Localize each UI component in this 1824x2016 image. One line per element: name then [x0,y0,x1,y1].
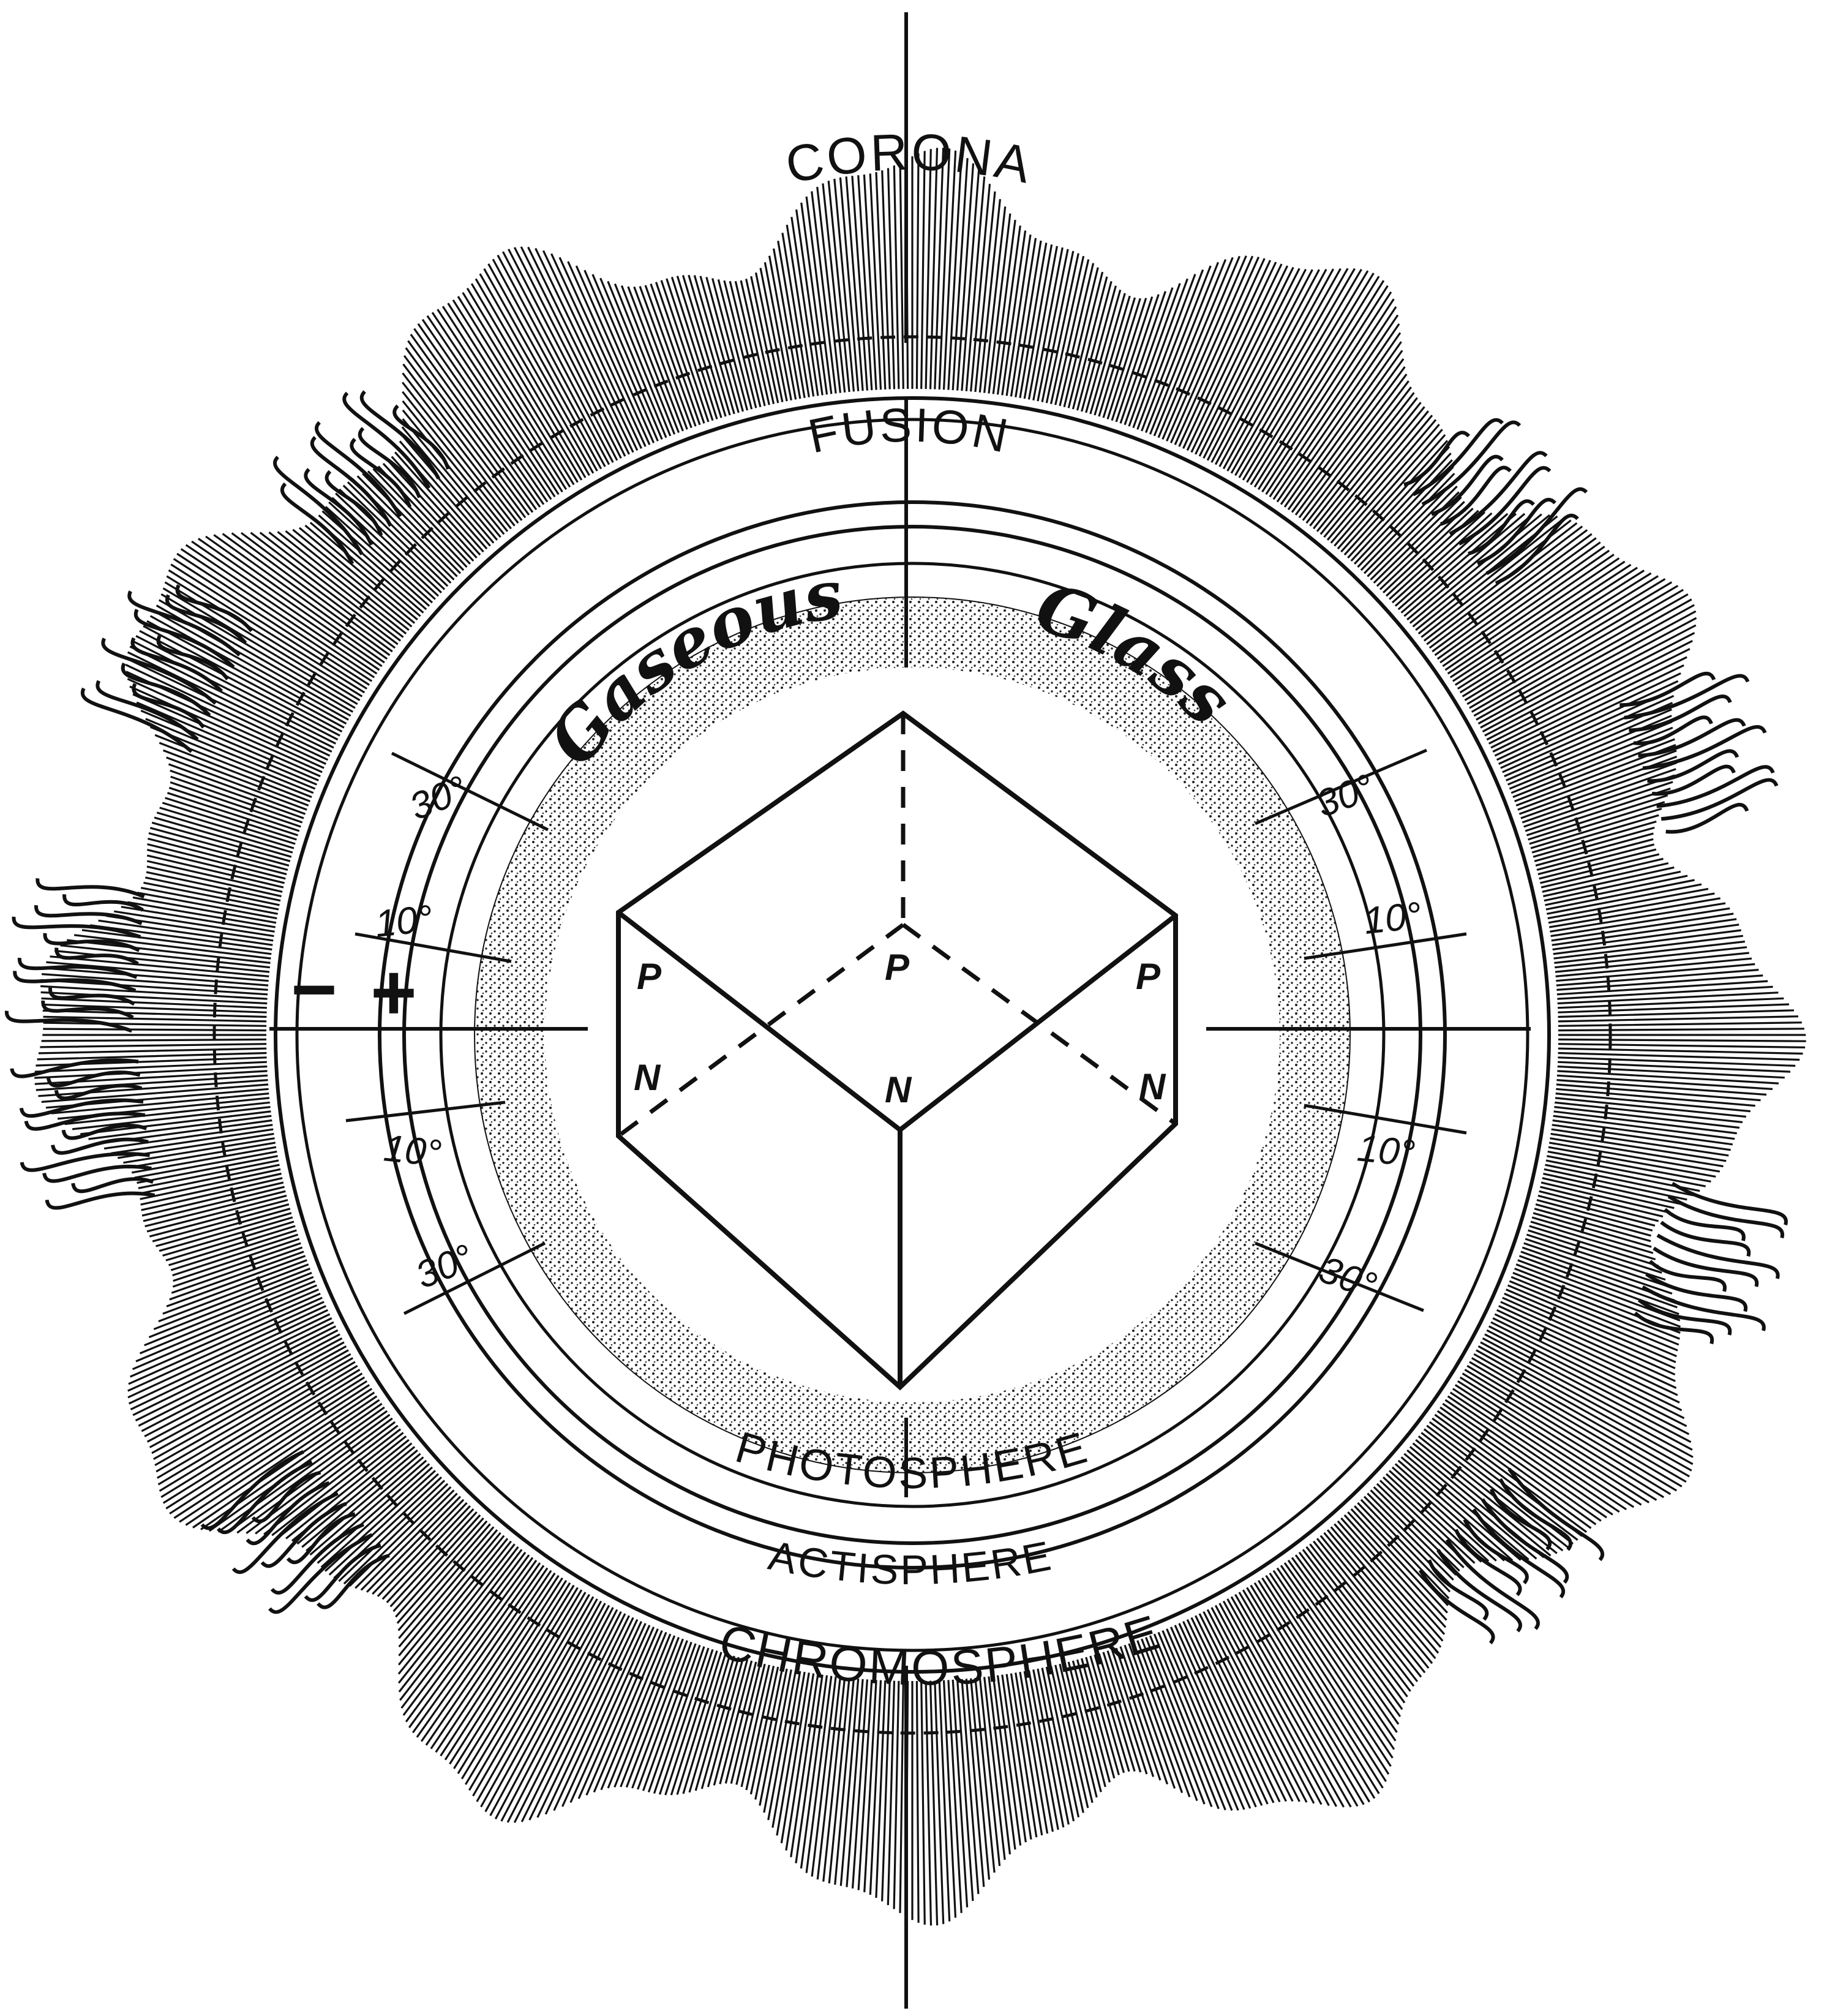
degree-label-lower-left-10: 10° [382,1127,443,1175]
plus-sign: + [370,947,417,1037]
cube-center-n: N [885,1069,912,1110]
degree-label-upper-right-10: 10° [1362,895,1423,942]
degree-label-lower-right-10: 10° [1356,1127,1417,1175]
cube-left-p: P [637,956,662,997]
prominence [83,585,252,752]
minus-sign: − [291,944,337,1034]
inner-core [545,668,1280,1402]
cube-center-p: P [885,947,910,988]
prominence [1635,1184,1786,1344]
degree-label-upper-left-10: 10° [373,898,434,946]
cube-right-p: P [1136,956,1161,997]
cube-right-n: N [1139,1066,1166,1107]
corona-label: CORONA [781,122,1037,194]
cube-left-n: N [634,1057,661,1098]
